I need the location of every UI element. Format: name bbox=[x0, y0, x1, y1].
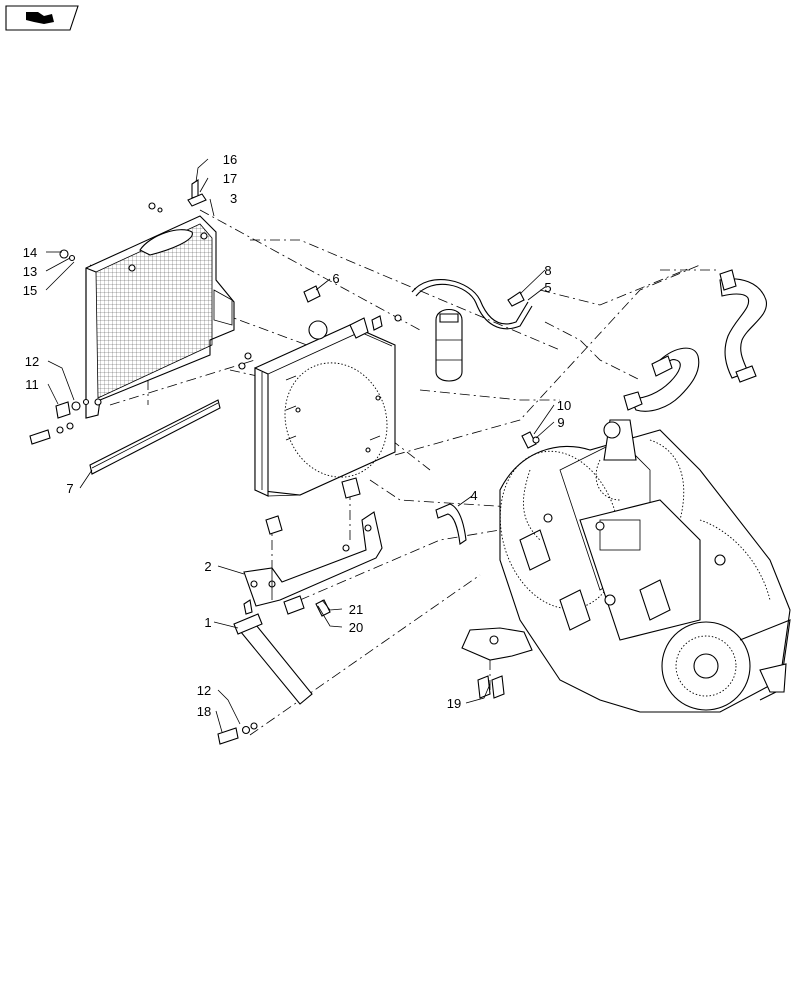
radiator-fittings bbox=[349, 314, 402, 339]
callout-1: 1 bbox=[204, 615, 211, 630]
callout-10: 10 bbox=[557, 398, 571, 413]
callout-3: 3 bbox=[230, 191, 237, 206]
callout-labels: 16 17 3 14 13 15 6 8 5 12 11 10 9 7 4 2 … bbox=[23, 152, 571, 719]
engine bbox=[499, 419, 791, 713]
callout-6: 6 bbox=[332, 271, 339, 286]
radiator-screen bbox=[85, 215, 235, 419]
guide-lines bbox=[89, 209, 720, 736]
engine-mount-bracket bbox=[461, 627, 787, 693]
overflow-hose bbox=[411, 279, 533, 330]
callout-19: 19 bbox=[447, 696, 461, 711]
support-bracket bbox=[243, 511, 383, 607]
seal-strip bbox=[89, 399, 221, 475]
lower-hose bbox=[623, 347, 700, 412]
callout-18: 18 bbox=[197, 704, 211, 719]
callout-12-upper: 12 bbox=[25, 354, 39, 369]
coolant-reservoir bbox=[435, 308, 463, 382]
callout-14: 14 bbox=[23, 245, 37, 260]
hardware-bolts bbox=[29, 178, 540, 745]
page-turn-icon[interactable] bbox=[5, 5, 79, 31]
radiator bbox=[254, 320, 396, 497]
callout-20: 20 bbox=[349, 620, 363, 635]
callout-21: 21 bbox=[349, 602, 363, 617]
callout-4: 4 bbox=[470, 488, 477, 503]
callout-15: 15 bbox=[23, 283, 37, 298]
stay-rod bbox=[233, 613, 313, 705]
bypass-hose bbox=[435, 503, 467, 545]
callout-2: 2 bbox=[204, 559, 211, 574]
callout-12-lower: 12 bbox=[197, 683, 211, 698]
callout-16: 16 bbox=[223, 152, 237, 167]
callout-13: 13 bbox=[23, 264, 37, 279]
callout-9: 9 bbox=[557, 415, 564, 430]
callout-5: 5 bbox=[544, 280, 551, 295]
callout-11: 11 bbox=[25, 377, 39, 392]
rubber-mounts bbox=[265, 477, 361, 535]
upper-hose bbox=[719, 269, 767, 383]
callout-8: 8 bbox=[544, 263, 551, 278]
callout-17: 17 bbox=[223, 171, 237, 186]
callout-7: 7 bbox=[66, 481, 73, 496]
leader-lines bbox=[45, 158, 555, 733]
